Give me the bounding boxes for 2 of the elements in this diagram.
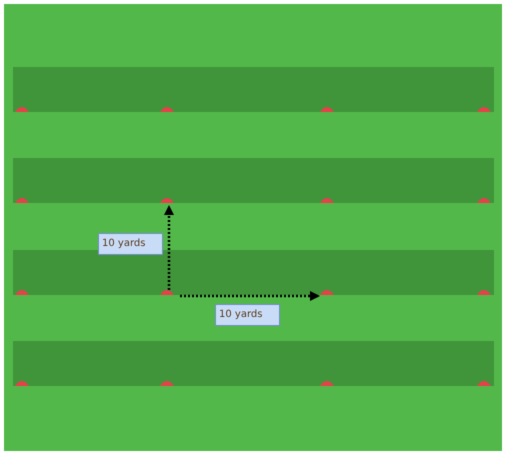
dimension-label: 10 yards [98, 233, 163, 255]
dimension-label: 10 yards [215, 304, 280, 326]
